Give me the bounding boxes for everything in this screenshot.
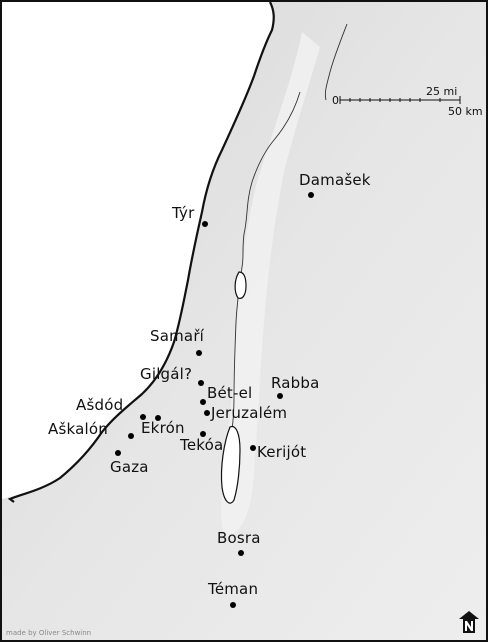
city-dot-rabba[interactable]	[277, 393, 283, 399]
city-dot-samari[interactable]	[196, 350, 202, 356]
city-label-tekoa: Tekóa	[180, 436, 224, 454]
city-dot-teman[interactable]	[230, 602, 236, 608]
scale-label-zero: 0	[332, 94, 339, 107]
city-dot-ekron[interactable]	[155, 415, 161, 421]
river-north	[324, 23, 348, 101]
scale-bar	[339, 96, 461, 104]
city-label-rabba: Rabba	[271, 374, 320, 392]
city-label-teman: Téman	[208, 580, 259, 598]
map-credit: made by Oliver Schwinn	[6, 629, 92, 637]
city-label-ekron: Ekrón	[141, 419, 185, 437]
city-dot-asdod[interactable]	[140, 414, 146, 420]
scale-label-miles: 25 mi	[426, 85, 458, 98]
city-dot-jeruzalem[interactable]	[204, 410, 210, 416]
city-dot-gaza[interactable]	[115, 450, 121, 456]
city-dot-bet-el[interactable]	[200, 399, 206, 405]
dead-sea	[220, 425, 241, 504]
city-label-bosra: Bosra	[217, 529, 261, 547]
city-label-askalon: Aškalón	[48, 420, 108, 438]
city-label-damasek: Damašek	[299, 171, 371, 189]
jordan-river	[231, 91, 301, 431]
city-label-bet-el: Bét-el	[207, 384, 253, 402]
city-dot-gilgal[interactable]	[198, 380, 204, 386]
city-dot-tyr[interactable]	[202, 221, 208, 227]
city-label-jeruzalem: Jeruzalém	[211, 404, 288, 422]
city-label-gilgal: Gilgál?	[140, 365, 193, 383]
city-dot-bosra[interactable]	[238, 550, 244, 556]
city-label-asdod: Ašdód	[76, 396, 124, 414]
city-dot-kerijot[interactable]	[250, 445, 256, 451]
city-label-tyr: Týr	[172, 204, 195, 222]
city-dot-tekoa[interactable]	[200, 431, 206, 437]
city-label-gaza: Gaza	[110, 458, 149, 476]
city-label-kerijot: Kerijót	[257, 443, 307, 461]
scale-label-km: 50 km	[448, 105, 483, 118]
city-label-samari: Samaří	[150, 327, 205, 345]
city-dot-damasek[interactable]	[308, 192, 314, 198]
city-dot-askalon[interactable]	[128, 433, 134, 439]
rift-valley	[221, 32, 320, 537]
coastline	[7, 2, 275, 503]
sea-of-galilee	[234, 271, 247, 299]
north-arrow-icon	[459, 611, 479, 633]
